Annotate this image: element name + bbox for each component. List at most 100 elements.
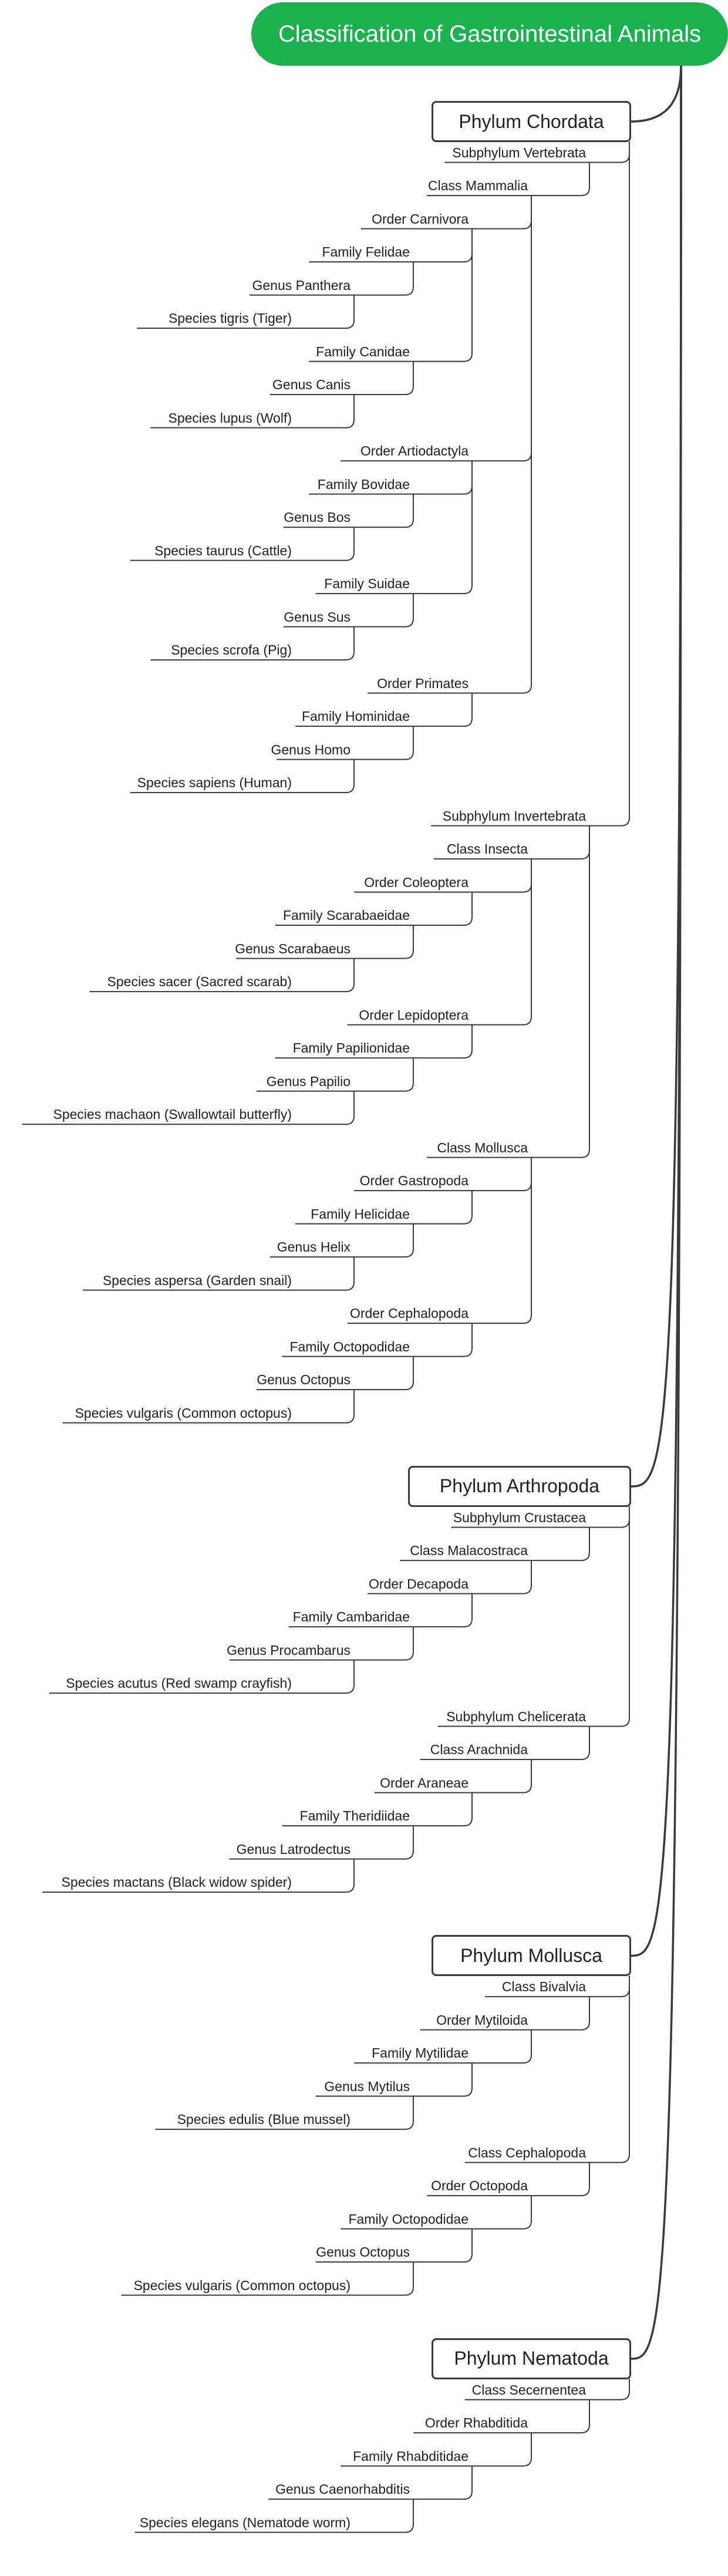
tree-node-order-gastropoda[interactable]: Order Gastropoda: [359, 1173, 469, 1189]
branch-family-hominidae: [295, 692, 473, 727]
tree-node-order-primates[interactable]: Order Primates: [377, 675, 469, 691]
branch-order-lepidoptera: [347, 858, 532, 1026]
branch-genus-octopus: [256, 1356, 414, 1391]
tree-node-genus-octopus[interactable]: Genus Octopus: [257, 1372, 350, 1388]
tree-node-family-hominidae[interactable]: Family Hominidae: [301, 709, 410, 724]
tree-node-family-bovidae[interactable]: Family Bovidae: [317, 476, 410, 492]
phylum-node-phylum-nematoda[interactable]: Phylum Nematoda: [432, 2338, 631, 2379]
branch-genus-caenorhabditis: [268, 2465, 473, 2500]
tree-node-genus-octopus[interactable]: Genus Octopus: [316, 2244, 410, 2260]
tree-node-family-octopodidae[interactable]: Family Octopodidae: [289, 1338, 410, 1354]
branch-class-malacostraca: [400, 1526, 590, 1562]
branch-class-secernentea: [464, 2378, 630, 2400]
tree-node-subphylum-chelicerata[interactable]: Subphylum Chelicerata: [446, 1708, 586, 1724]
leaf-node-species-aspersa-garden-snail[interactable]: Species aspersa (Garden snail): [102, 1272, 292, 1288]
tree-node-class-secernentea[interactable]: Class Secernentea: [471, 2382, 586, 2398]
branch-species-taurus-cattle: [130, 527, 355, 561]
tree-node-species-vulgaris-common-octopus[interactable]: Species vulgaris (Common octopus): [133, 2277, 350, 2293]
root-link-phylum-mollusca: [630, 65, 682, 1957]
branch-species-scrofa-pig: [150, 626, 355, 661]
branch-species-vulgaris-common-octopus: [121, 2261, 414, 2296]
branch-genus-procambarus: [229, 1626, 414, 1661]
tree-node-class-bivalvia[interactable]: Class Bivalvia: [501, 1979, 586, 1995]
branch-class-cephalopoda: [464, 1975, 630, 2163]
branch-subphylum-invertebrata: [431, 141, 630, 827]
tree-node-genus-panthera[interactable]: Genus Panthera: [252, 277, 350, 293]
tree-node-family-cambaridae[interactable]: Family Cambaridae: [292, 1609, 410, 1625]
tree-node-family-helicidae[interactable]: Family Helicidae: [311, 1206, 410, 1222]
branch-family-theridiidae: [282, 1792, 473, 1827]
leaf-node-species-mactans-black-widow-spider[interactable]: Species mactans (Black widow spider): [61, 1874, 292, 1890]
tree-node-family-scarabaeidae[interactable]: Family Scarabaeidae: [282, 908, 410, 923]
leaf-node-species-tigris-tiger[interactable]: Species tigris (Tiger): [168, 311, 292, 326]
tree-node-genus-scarabaeus[interactable]: Genus Scarabaeus: [235, 940, 350, 956]
branch-genus-canis: [269, 360, 414, 396]
leaf-node-species-acutus-red-swamp-crayfish[interactable]: Species acutus (Red swamp crayfish): [66, 1675, 292, 1691]
leaf-node-species-vulgaris-common-octopus[interactable]: Species vulgaris (Common octopus): [75, 1405, 292, 1421]
tree-node-species-elegans-nematode-worm[interactable]: Species elegans (Nematode worm): [139, 2514, 350, 2530]
tree-node-subphylum-invertebrata[interactable]: Subphylum Invertebrata: [442, 808, 586, 824]
branch-genus-latrodectus: [229, 1825, 414, 1860]
tree-node-family-theridiidae[interactable]: Family Theridiidae: [299, 1808, 410, 1824]
leaf-node-species-lupus-wolf[interactable]: Species lupus (Wolf): [168, 410, 292, 426]
branch-family-cambaridae: [288, 1593, 473, 1628]
tree-node-genus-procambarus[interactable]: Genus Procambarus: [227, 1642, 350, 1658]
tree-node-family-canidae[interactable]: Family Canidae: [316, 343, 410, 359]
branch-order-cephalopoda: [347, 1156, 532, 1324]
phylum-node-phylum-chordata[interactable]: Phylum Chordata: [432, 101, 631, 142]
branch-genus-panthera: [250, 261, 414, 296]
phylum-node-phylum-arthropoda[interactable]: Phylum Arthropoda: [408, 1465, 631, 1507]
tree-node-genus-sus[interactable]: Genus Sus: [284, 609, 350, 625]
tree-node-order-artiodactyla[interactable]: Order Artiodactyla: [360, 443, 469, 459]
tree-node-genus-papilio[interactable]: Genus Papilio: [266, 1073, 350, 1089]
tree-node-order-octopoda[interactable]: Order Octopoda: [431, 2178, 528, 2194]
tree-node-order-rhabditida[interactable]: Order Rhabditida: [424, 2415, 528, 2431]
tree-node-class-mollusca[interactable]: Class Mollusca: [437, 1139, 528, 1155]
tree-node-genus-homo[interactable]: Genus Homo: [271, 741, 350, 757]
branch-family-helicidae: [295, 1190, 473, 1225]
tree-node-genus-latrodectus[interactable]: Genus Latrodectus: [236, 1841, 350, 1857]
root-link-phylum-arthropoda: [630, 65, 682, 1488]
tree-node-class-insecta[interactable]: Class Insecta: [446, 841, 528, 857]
root-topic[interactable]: Classification of Gastrointestinal Anima…: [251, 2, 728, 66]
tree-node-order-mytiloida[interactable]: Order Mytiloida: [436, 2012, 528, 2028]
leaf-node-species-sapiens-human[interactable]: Species sapiens (Human): [137, 775, 292, 791]
tree-node-order-decapoda[interactable]: Order Decapoda: [368, 1576, 469, 1592]
branch-genus-scarabaeus: [236, 925, 414, 959]
tree-node-family-papilionidae[interactable]: Family Papilionidae: [292, 1040, 410, 1056]
tree-node-order-coleoptera[interactable]: Order Coleoptera: [364, 874, 469, 890]
tree-node-genus-caenorhabditis[interactable]: Genus Caenorhabditis: [275, 2481, 410, 2497]
branch-species-machaon-swallowtail-butterfly: [22, 1090, 355, 1125]
tree-node-family-mytilidae[interactable]: Family Mytilidae: [372, 2045, 469, 2061]
tree-node-genus-canis[interactable]: Genus Canis: [272, 377, 350, 393]
tree-node-family-suidae[interactable]: Family Suidae: [324, 576, 410, 592]
tree-node-genus-mytilus[interactable]: Genus Mytilus: [324, 2078, 410, 2094]
branch-species-vulgaris-common-octopus: [62, 1389, 355, 1424]
branch-species-edulis-blue-mussel: [155, 2095, 414, 2130]
branch-species-elegans-nematode-worm: [134, 2499, 414, 2533]
branch-species-sacer-sacred-scarab: [89, 957, 355, 993]
leaf-node-species-sacer-sacred-scarab[interactable]: Species sacer (Sacred scarab): [107, 974, 292, 990]
tree-node-order-cephalopoda[interactable]: Order Cephalopoda: [349, 1306, 469, 1321]
leaf-node-species-scrofa-pig[interactable]: Species scrofa (Pig): [171, 642, 292, 658]
tree-node-order-lepidoptera[interactable]: Order Lepidoptera: [359, 1007, 469, 1023]
leaf-node-species-machaon-swallowtail-butterfly[interactable]: Species machaon (Swallowtail butterfly): [53, 1107, 292, 1122]
phylum-node-phylum-mollusca[interactable]: Phylum Mollusca: [432, 1935, 631, 1977]
tree-node-species-edulis-blue-mussel[interactable]: Species edulis (Blue mussel): [177, 2112, 350, 2127]
tree-node-subphylum-vertebrata[interactable]: Subphylum Vertebrata: [452, 144, 586, 160]
tree-node-class-malacostraca[interactable]: Class Malacostraca: [410, 1543, 528, 1559]
tree-node-order-araneae[interactable]: Order Araneae: [380, 1775, 469, 1791]
tree-node-genus-bos[interactable]: Genus Bos: [284, 510, 350, 525]
tree-node-family-rhabditidae[interactable]: Family Rhabditidae: [353, 2448, 469, 2464]
tree-node-family-felidae[interactable]: Family Felidae: [322, 244, 410, 260]
tree-node-family-octopodidae[interactable]: Family Octopodidae: [348, 2211, 469, 2227]
connector-lines: [22, 65, 682, 2533]
tree-node-order-carnivora[interactable]: Order Carnivora: [372, 211, 469, 227]
tree-node-subphylum-crustacea[interactable]: Subphylum Crustacea: [453, 1509, 586, 1525]
tree-node-class-arachnida[interactable]: Class Arachnida: [430, 1742, 528, 1758]
tree-node-class-cephalopoda[interactable]: Class Cephalopoda: [468, 2145, 586, 2160]
tree-node-genus-helix[interactable]: Genus Helix: [277, 1239, 350, 1255]
leaf-node-species-taurus-cattle[interactable]: Species taurus (Cattle): [154, 542, 292, 558]
tree-node-class-mammalia[interactable]: Class Mammalia: [428, 178, 528, 194]
